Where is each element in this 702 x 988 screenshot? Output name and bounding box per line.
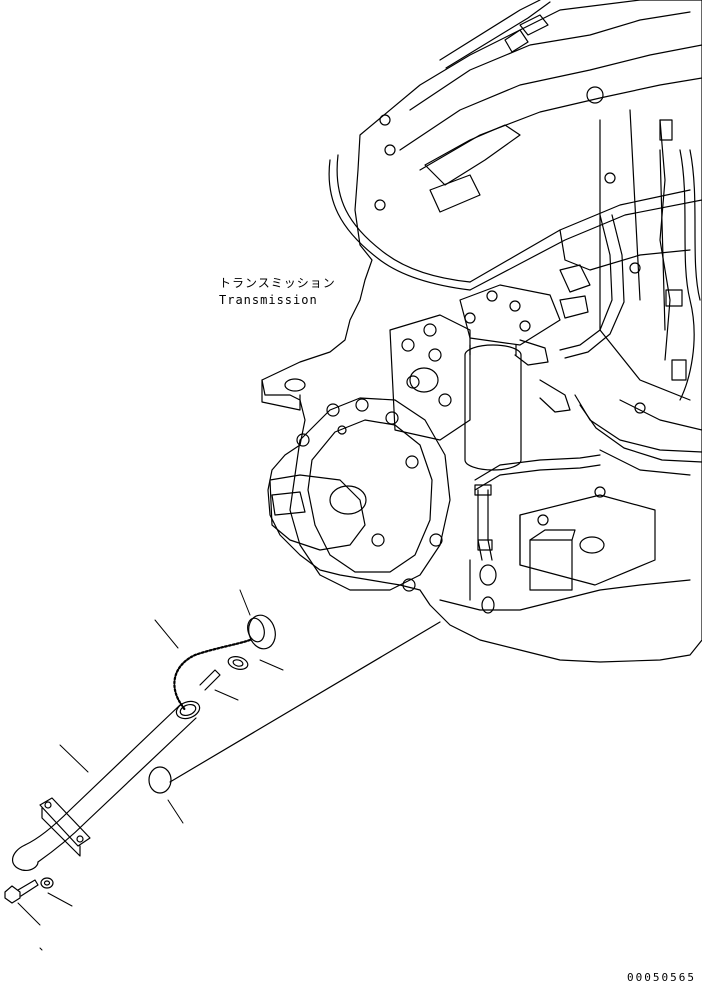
output-flange-assembly (269, 314, 471, 592)
oil-filler-tube (12, 621, 441, 871)
drawing-number: 00050565 (627, 971, 696, 984)
leader-lines (17, 589, 284, 951)
filter-assembly (459, 284, 571, 471)
part-label-japanese: トランスミッション (219, 276, 336, 290)
filler-gasket (227, 656, 249, 670)
filler-cap (173, 614, 276, 712)
bolt-and-washer (4, 877, 54, 904)
part-label-english: Transmission (219, 293, 318, 307)
transmission-housing (261, 0, 702, 663)
piping-and-hoses (328, 0, 702, 561)
